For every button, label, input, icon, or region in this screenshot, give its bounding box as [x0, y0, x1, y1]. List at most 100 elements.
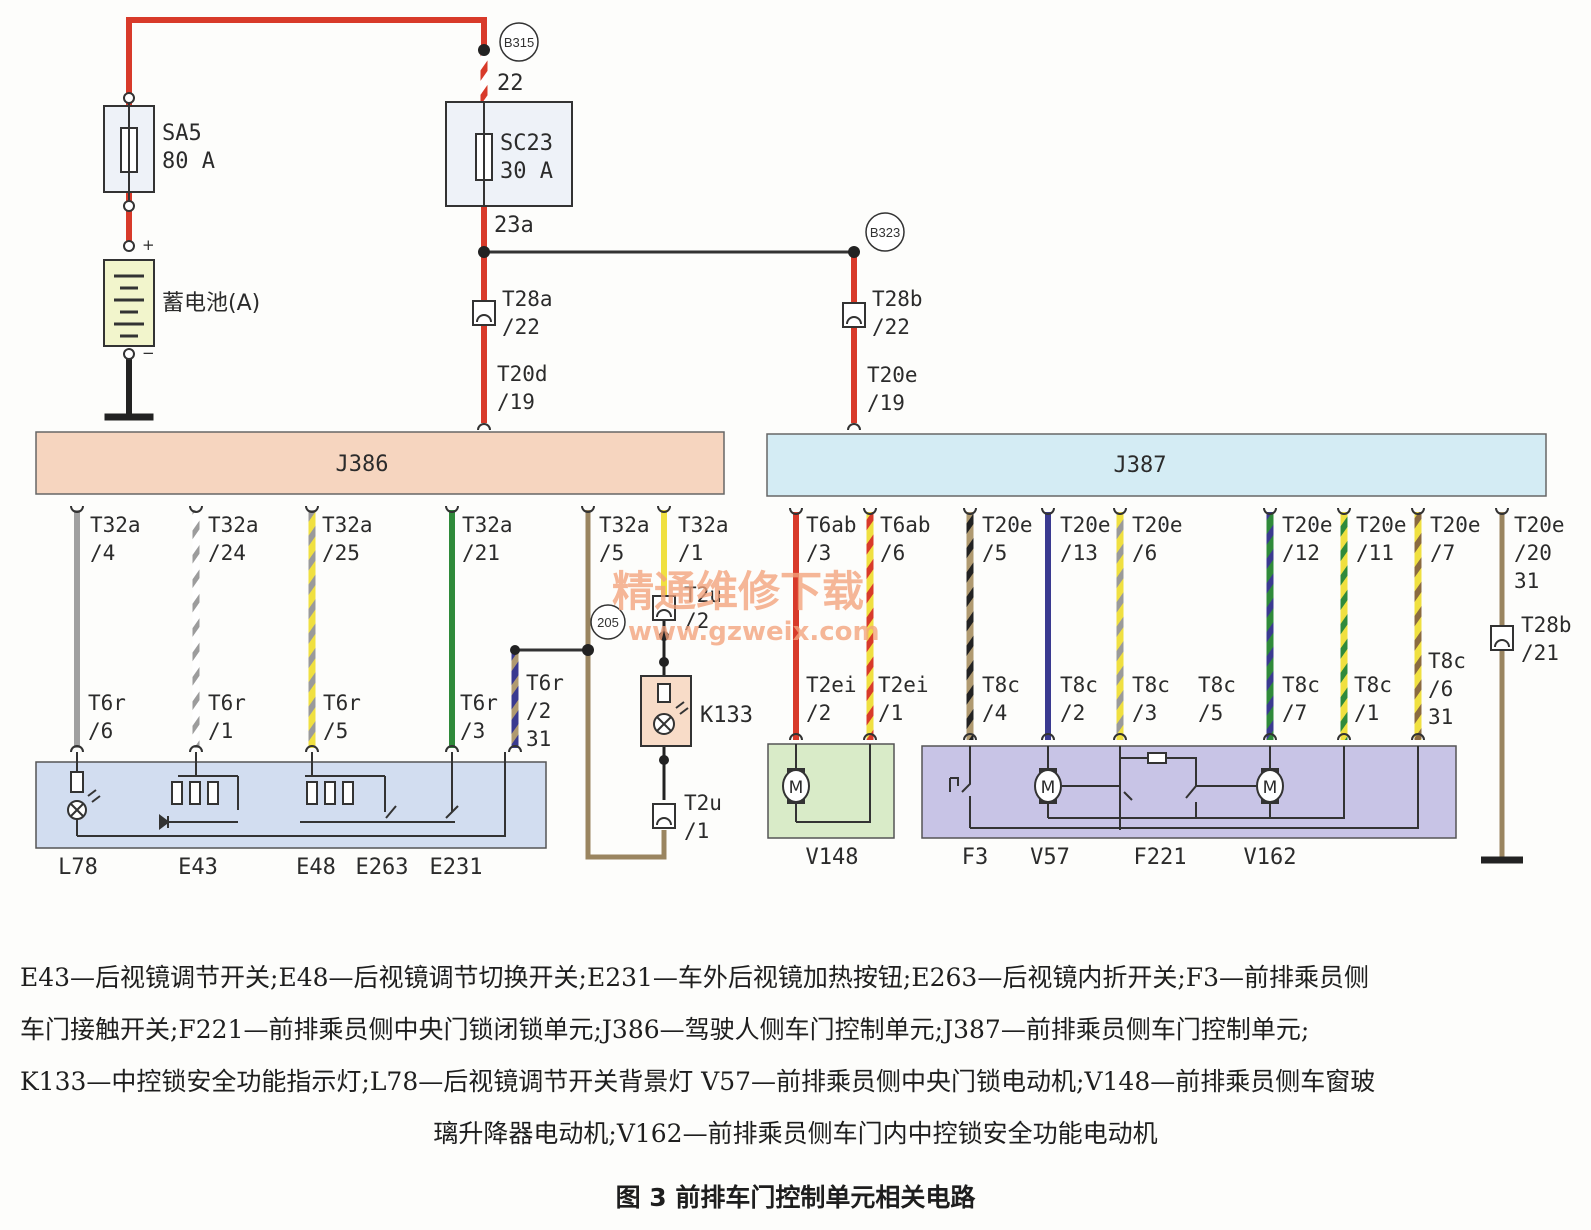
t6r-c-name: T6r	[323, 691, 361, 715]
t8c-d-name: T8c	[1198, 673, 1236, 697]
node-205: 205	[590, 604, 626, 640]
t6r-d-pin: /3	[460, 719, 485, 743]
junction-dot	[659, 657, 669, 667]
node-b323-label: B323	[870, 225, 900, 240]
power-wiring	[104, 17, 857, 423]
t6r-d-name: T6r	[460, 691, 498, 715]
t28b-top-name: T28b	[872, 287, 923, 311]
t2u-bottom-name: T2u	[684, 791, 722, 815]
lower-terminals	[70, 733, 1425, 753]
t6r-e-ground: 31	[526, 727, 551, 751]
j386-pin-5-num: /5	[599, 541, 624, 565]
j387-pin-2-name: T6ab	[880, 513, 931, 537]
label-f3: F3	[962, 845, 989, 870]
j387-pin-9-ground: 31	[1514, 569, 1539, 593]
t8c-d-pin: /5	[1198, 701, 1223, 725]
module-j386: J386	[35, 431, 725, 495]
j386-pin-4-num: /21	[462, 541, 500, 565]
j387-pin-1-num: /3	[806, 541, 831, 565]
component-labels: L78 E43 E48 E263 E231 V148 F3 V57 F221 V…	[58, 845, 1296, 880]
junction-dot	[510, 645, 520, 655]
t6r-c-pin: /5	[323, 719, 348, 743]
right-wiring	[793, 512, 1523, 864]
connector-t28b-top: T28b /22	[842, 287, 923, 339]
j387-pin-4-name: T20e	[1060, 513, 1111, 537]
t2ei-a-pin: /2	[806, 701, 831, 725]
t6r-e-pin: /2	[526, 699, 551, 723]
t28b-right-pin: /21	[1521, 641, 1559, 665]
t8c-g-name: T8c	[1428, 649, 1466, 673]
node-b315-label: B315	[504, 35, 534, 50]
j387-pin-5-name: T20e	[1132, 513, 1183, 537]
left-wiring	[74, 510, 667, 860]
label-e48: E48	[296, 855, 336, 880]
t6r-e-name: T6r	[526, 671, 564, 695]
connector-t2u-bottom: T2u /1	[652, 791, 722, 843]
watermark: 精通维修下载 www.gzweix.com	[612, 567, 880, 647]
label-e231: E231	[430, 855, 483, 880]
t2u-top-name: T2u	[684, 583, 722, 607]
caption-line-1: E43—后视镜调节开关;E48—后视镜调节切换开关;E231—车外后视镜加热按钮…	[20, 963, 1370, 992]
v162-motor-symbol: M	[1263, 778, 1278, 798]
fuse-sc23-rating: 30 A	[500, 159, 553, 184]
j386-pin-5-name: T32a	[599, 513, 650, 537]
t8c-f-name: T8c	[1354, 673, 1392, 697]
connector-t2u-top: T2u /2	[652, 583, 722, 633]
lower-right-connector-labels: T2ei /2 T2ei /1 T8c /4 T8c /2 T8c /3 T8c…	[806, 649, 1466, 729]
connector-t28b-right: T28b /21	[1490, 613, 1572, 665]
j387-pin-9-num: /20	[1514, 541, 1552, 565]
t6r-b-name: T6r	[208, 691, 246, 715]
j387-pin-9-name: T20e	[1514, 513, 1565, 537]
label-v57: V57	[1030, 845, 1070, 870]
t6r-a-pin: /6	[88, 719, 113, 743]
t28b-right-name: T28b	[1521, 613, 1572, 637]
t2ei-b-name: T2ei	[878, 673, 929, 697]
label-f221: F221	[1134, 845, 1187, 870]
label-e263: E263	[356, 855, 409, 880]
t8c-c-pin: /3	[1132, 701, 1157, 725]
j387-pin-2-num: /6	[880, 541, 905, 565]
j386-pin-labels: T32a /4 T32a /24 T32a /25 T32a /21 T32a …	[90, 513, 729, 565]
j387-pin-8-num: /7	[1430, 541, 1455, 565]
t8c-e-pin: /7	[1282, 701, 1307, 725]
battery-symbol: + − 蓄电池(A)	[103, 236, 260, 362]
t20d-pin: /19	[497, 390, 535, 414]
watermark-url: www.gzweix.com	[628, 617, 880, 647]
j387-pin-6-num: /12	[1282, 541, 1320, 565]
t2u-top-pin: /2	[684, 609, 709, 633]
watermark-text: 精通维修下载	[612, 567, 864, 616]
motor-v148: M	[767, 743, 895, 839]
pin-22-label: 22	[497, 71, 524, 96]
t20e-top-pin: /19	[867, 391, 905, 415]
t20d-name: T20d	[497, 362, 548, 386]
v148-motor-symbol: M	[789, 778, 804, 798]
fuse-sa5-name: SA5	[162, 121, 202, 146]
j386-pin-terminals	[70, 505, 671, 513]
j387-pin-7-num: /11	[1356, 541, 1394, 565]
caption-line-2: 车门接触开关;F221—前排乘员侧中央门锁闭锁单元;J386—驾驶人侧车门控制单…	[20, 1015, 1310, 1044]
junction-dot	[478, 44, 490, 56]
junction-dot	[848, 246, 860, 258]
j386-pin-2-num: /24	[208, 541, 246, 565]
t8c-b-name: T8c	[1060, 673, 1098, 697]
j387-pin-3-num: /5	[982, 541, 1007, 565]
j387-pin-terminals	[789, 507, 1509, 515]
caption: E43—后视镜调节开关;E48—后视镜调节切换开关;E231—车外后视镜加热按钮…	[20, 952, 1571, 1160]
t2u-bottom-pin: /1	[684, 819, 709, 843]
j387-pin-4-num: /13	[1060, 541, 1098, 565]
j387-pin-7-name: T20e	[1356, 513, 1407, 537]
t8c-a-name: T8c	[982, 673, 1020, 697]
t6r-a-name: T6r	[88, 691, 126, 715]
t8c-g-ground: 31	[1428, 705, 1453, 729]
t8c-f-pin: /1	[1354, 701, 1379, 725]
t28a-name: T28a	[502, 287, 553, 311]
battery-plus: +	[142, 236, 155, 254]
switch-assembly-left	[35, 752, 547, 849]
j386-pin-1-name: T32a	[90, 513, 141, 537]
caption-line-4: 璃升降器电动机;V162—前排乘员侧车门内中控锁安全功能电动机	[433, 1119, 1158, 1148]
battery-label: 蓄电池(A)	[162, 291, 260, 316]
battery-minus: −	[142, 344, 155, 362]
t2ei-b-pin: /1	[878, 701, 903, 725]
